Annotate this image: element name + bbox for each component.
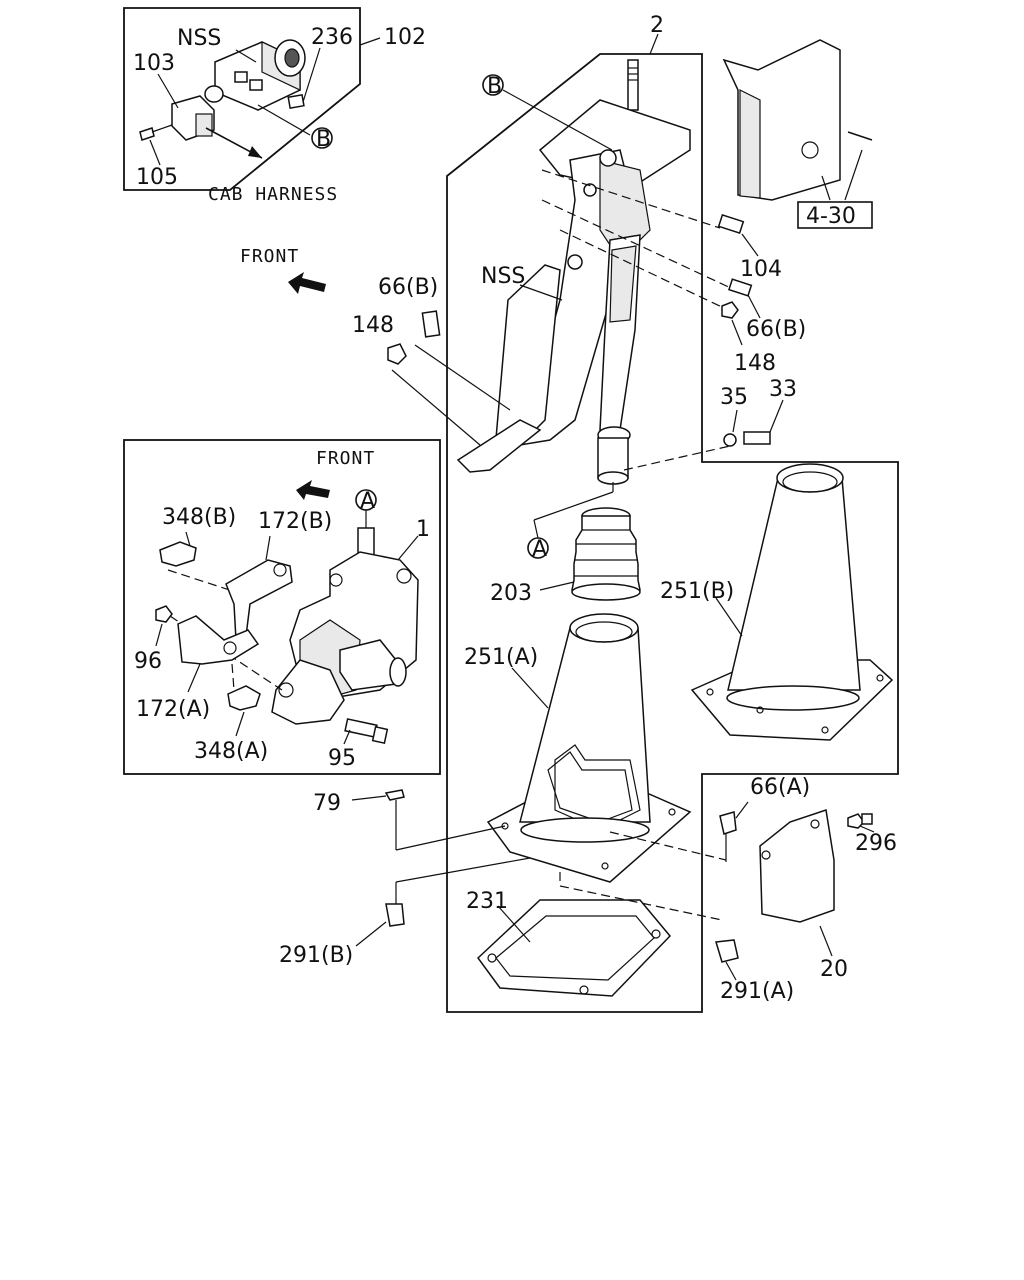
label-251b: 251(B) — [660, 579, 734, 604]
label-348b: 348(B) — [162, 505, 236, 530]
ref-circle-a-mid — [527, 537, 549, 559]
label-front-top: FRONT — [240, 246, 299, 267]
main-assembly-frame — [446, 53, 899, 1013]
front-indicator-top: FRONT — [240, 246, 326, 294]
boot-251a — [486, 613, 692, 883]
label-2: 2 — [650, 13, 664, 38]
label-296: 296 — [855, 831, 897, 856]
cover-20 — [759, 809, 835, 923]
ref-a-inset-label: A — [360, 489, 375, 514]
shift-unit-1 — [271, 527, 419, 725]
ref-box-4-30 — [797, 201, 873, 229]
label-203: 203 — [490, 581, 532, 606]
label-291b: 291(B) — [279, 943, 353, 968]
ref-b-top-label: B — [316, 127, 331, 152]
inset-top-left: B NSS 236 102 103 105 CAB HARNESS — [123, 7, 426, 205]
label-96: 96 — [134, 649, 162, 674]
label-79: 79 — [313, 791, 341, 816]
label-148-right: 148 — [734, 351, 776, 376]
label-231: 231 — [466, 889, 508, 914]
label-35: 35 — [720, 385, 748, 410]
label-66b-right: 66(B) — [746, 317, 806, 342]
nss-switch-drawing — [139, 39, 306, 141]
label-105: 105 — [136, 165, 178, 190]
label-172a: 172(A) — [136, 697, 210, 722]
shift-lever-assembly — [456, 59, 691, 485]
label-251a: 251(A) — [464, 645, 538, 670]
label-front-inset: FRONT — [316, 448, 375, 469]
label-148-left: 148 — [352, 313, 394, 338]
label-cab-harness: CAB HARNESS — [208, 184, 338, 205]
label-4-30: 4-30 — [806, 204, 856, 229]
ref-circle-b-top — [311, 127, 333, 149]
arrow-cab-harness — [248, 146, 262, 158]
label-104: 104 — [740, 257, 782, 282]
inset-left-frame — [123, 439, 441, 775]
front-arrow-icon — [288, 272, 326, 294]
label-102: 102 — [384, 25, 426, 50]
inset-left: FRONT A 1 95 348(B) — [123, 439, 441, 775]
label-20: 20 — [820, 957, 848, 982]
label-348a: 348(A) — [194, 739, 268, 764]
label-66b-left: 66(B) — [378, 275, 438, 300]
label-1: 1 — [416, 517, 430, 542]
plate-231 — [477, 899, 672, 997]
bracket-4-30: 4-30 — [722, 39, 873, 229]
ref-b-mid-label: B — [487, 74, 502, 99]
label-236: 236 — [311, 25, 353, 50]
ref-circle-b-mid — [482, 74, 504, 96]
front-arrow-inset-icon — [296, 480, 330, 500]
bellows-203 — [571, 507, 641, 601]
label-291a: 291(A) — [720, 979, 794, 1004]
label-nss-top: NSS — [177, 26, 221, 51]
label-nss-mid: NSS — [481, 264, 525, 289]
label-95: 95 — [328, 746, 356, 771]
label-103: 103 — [133, 51, 175, 76]
label-33: 33 — [769, 377, 797, 402]
inset-top-frame — [123, 7, 361, 191]
label-66a: 66(A) — [750, 775, 810, 800]
boot-251b — [690, 463, 894, 741]
label-172b: 172(B) — [258, 509, 332, 534]
ref-a-mid-label: A — [532, 537, 547, 562]
